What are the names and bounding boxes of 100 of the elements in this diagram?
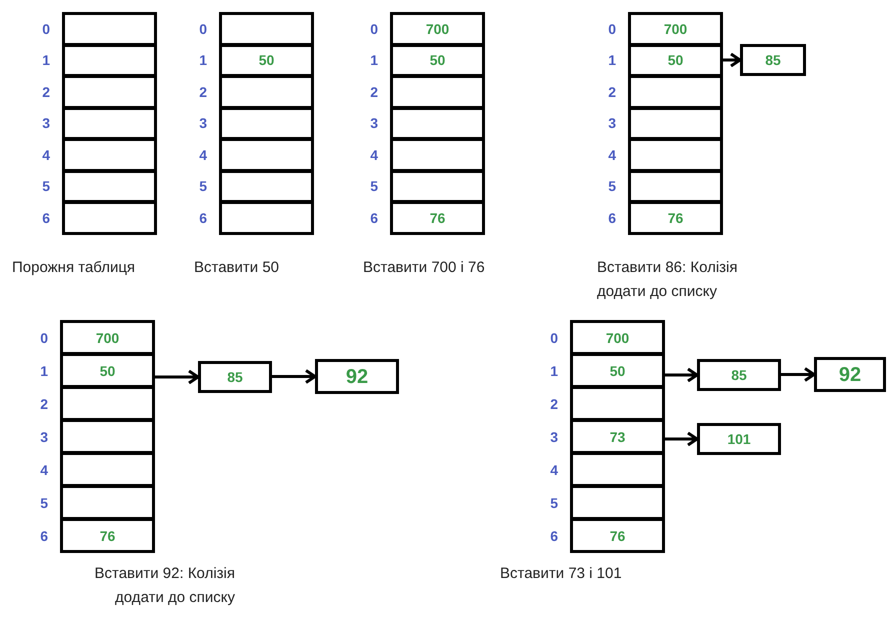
- slot-index: 1: [198, 53, 207, 68]
- cell-value: 101: [727, 432, 751, 446]
- arrow: [781, 367, 816, 382]
- slot-index: 5: [607, 179, 616, 194]
- cell-value: 92: [346, 366, 368, 386]
- slot-index: 3: [198, 116, 207, 130]
- value-cell: [390, 44, 485, 77]
- slot-index: 5: [369, 179, 378, 194]
- empty-cell: [570, 386, 665, 421]
- empty-cell: [390, 170, 485, 203]
- slot-index: 3: [549, 430, 558, 444]
- empty-cell: [62, 201, 157, 234]
- cell-value: 85: [765, 53, 781, 67]
- empty-cell: [62, 106, 157, 140]
- slot-index: 5: [41, 179, 50, 194]
- slot-index: 4: [549, 462, 558, 476]
- cell-value: 50: [258, 53, 274, 68]
- slot-index: 2: [607, 84, 616, 99]
- slot-index: 1: [369, 53, 378, 68]
- value-cell: [60, 353, 155, 388]
- caption: Вставити 92: Колізія додати до списку: [93, 564, 235, 608]
- slot-index: 6: [198, 210, 207, 225]
- value-cell: [814, 357, 886, 392]
- value-cell: [390, 12, 485, 46]
- slot-index: 3: [607, 116, 616, 130]
- empty-cell: [219, 138, 314, 172]
- cell-value: 76: [610, 528, 626, 542]
- cell-value: 700: [96, 330, 120, 344]
- empty-cell: [628, 106, 723, 140]
- empty-cell: [628, 138, 723, 172]
- value-cell: [628, 44, 723, 77]
- empty-cell: [60, 419, 155, 454]
- empty-cell: [62, 170, 157, 203]
- value-cell: [628, 201, 723, 234]
- slot-index: 4: [41, 148, 50, 162]
- empty-cell: [219, 106, 314, 140]
- arrow: [723, 52, 742, 68]
- cell-value: 50: [100, 364, 116, 378]
- slot-index: 0: [607, 22, 616, 36]
- empty-cell: [570, 452, 665, 487]
- empty-cell: [628, 75, 723, 108]
- slot-index: 3: [39, 430, 48, 444]
- empty-cell: [62, 138, 157, 172]
- slot-index: 4: [39, 462, 48, 476]
- caption: Вставити 700 і 76: [363, 258, 486, 278]
- empty-cell: [570, 485, 665, 520]
- value-cell: [315, 359, 399, 394]
- arrow: [155, 370, 200, 384]
- cell-value: 92: [838, 364, 862, 384]
- empty-cell: [60, 485, 155, 520]
- value-cell: [219, 44, 314, 77]
- empty-cell: [60, 386, 155, 421]
- cell-value: 50: [668, 53, 684, 68]
- slot-index: 1: [39, 364, 48, 378]
- cell-value: 50: [430, 53, 446, 68]
- slot-index: 3: [41, 116, 50, 130]
- cell-value: 76: [100, 528, 116, 542]
- empty-cell: [219, 12, 314, 46]
- slot-index: 0: [369, 22, 378, 36]
- caption: Вставити 50: [194, 258, 280, 278]
- cell-value: 50: [610, 364, 626, 378]
- slot-index: 2: [549, 396, 558, 410]
- slot-index: 2: [369, 84, 378, 99]
- value-cell: [570, 353, 665, 388]
- caption: Порожня таблиця: [12, 258, 136, 278]
- empty-cell: [219, 75, 314, 108]
- slot-index: 1: [41, 53, 50, 68]
- empty-cell: [390, 106, 485, 140]
- slot-index: 2: [198, 84, 207, 99]
- slot-index: 1: [607, 53, 616, 68]
- value-cell: [570, 518, 665, 553]
- value-cell: [60, 320, 155, 355]
- slot-index: 2: [41, 84, 50, 99]
- cell-value: 700: [426, 22, 450, 36]
- slot-index: 6: [41, 210, 50, 225]
- arrow: [272, 369, 316, 384]
- value-cell: [697, 423, 781, 455]
- slot-index: 6: [369, 210, 378, 225]
- slot-index: 6: [39, 528, 48, 542]
- slot-index: 6: [607, 210, 616, 225]
- slot-index: 3: [369, 116, 378, 130]
- caption: Вставити 86: Колізія додати до списку: [597, 258, 739, 302]
- empty-cell: [628, 170, 723, 203]
- slot-index: 1: [549, 364, 558, 378]
- cell-value: 73: [610, 430, 626, 444]
- empty-cell: [219, 170, 314, 203]
- empty-cell: [62, 12, 157, 46]
- value-cell: [390, 201, 485, 234]
- value-cell: [628, 12, 723, 46]
- slot-index: 0: [41, 22, 50, 36]
- value-cell: [570, 320, 665, 355]
- cell-value: 700: [606, 330, 630, 344]
- slot-index: 4: [198, 148, 207, 162]
- empty-cell: [62, 75, 157, 108]
- slot-index: 0: [198, 22, 207, 36]
- cell-value: 76: [668, 210, 684, 225]
- value-cell: [570, 419, 665, 454]
- cell-value: 85: [227, 370, 243, 384]
- cell-value: 700: [664, 22, 688, 36]
- slot-index: 6: [549, 528, 558, 542]
